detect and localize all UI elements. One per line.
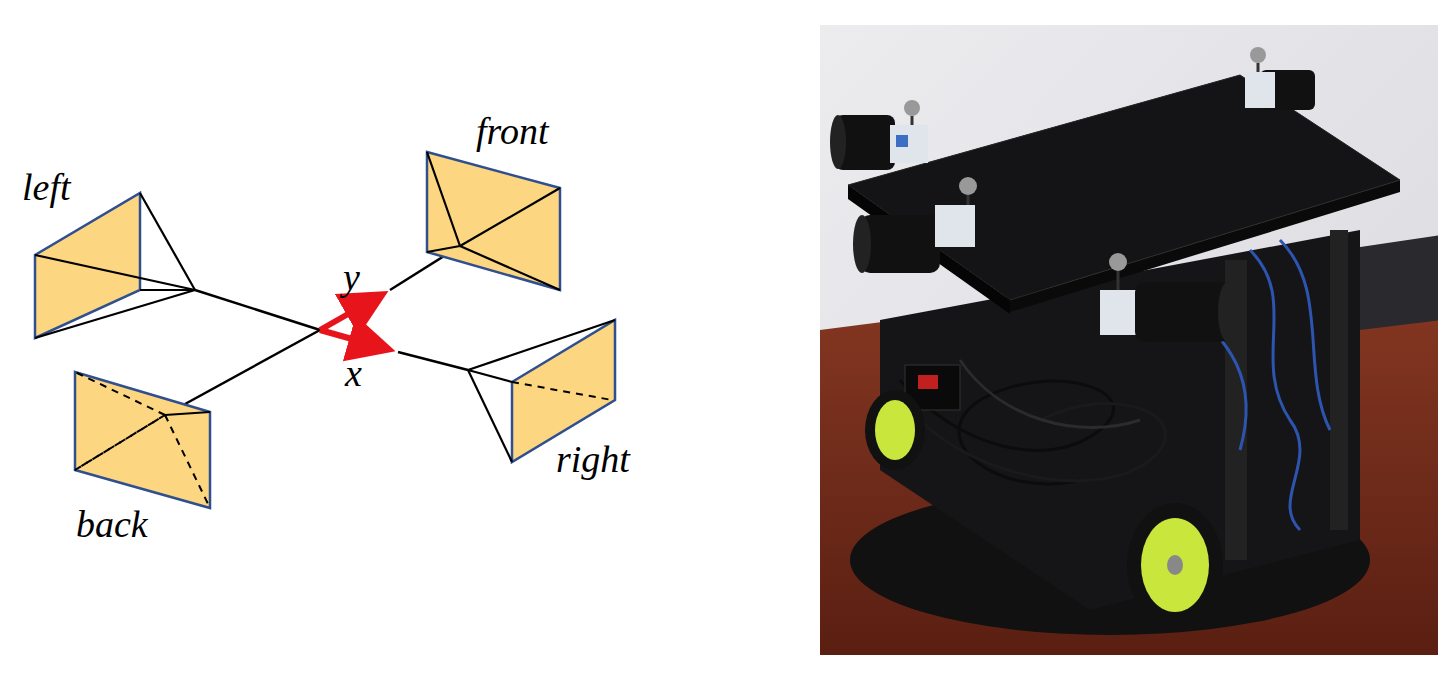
axis-arrows bbox=[320, 297, 384, 348]
axis-label: y bbox=[343, 258, 360, 296]
camera-label: front bbox=[476, 112, 549, 150]
axis-label: x bbox=[345, 354, 362, 392]
front-camera bbox=[427, 152, 560, 290]
robot-photo bbox=[820, 25, 1438, 655]
camera-label: left bbox=[22, 168, 71, 206]
rig-lines bbox=[165, 246, 468, 415]
back-camera bbox=[75, 372, 210, 508]
left-camera bbox=[35, 193, 195, 338]
camera-label: right bbox=[556, 440, 630, 478]
camera-label: back bbox=[76, 505, 148, 543]
